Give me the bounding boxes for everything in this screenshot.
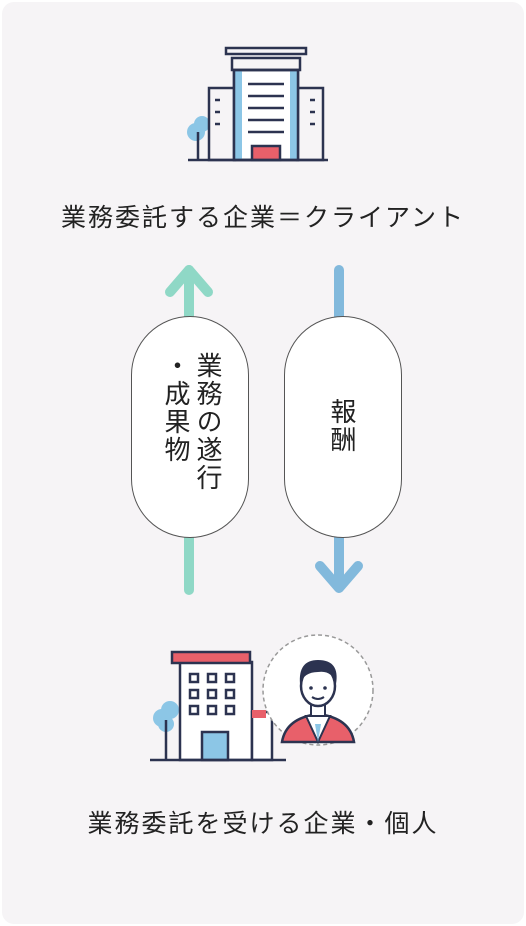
deliverables-text-line1: 業務の遂行 (192, 352, 222, 492)
compensation-pill (284, 316, 402, 538)
compensation-text: 報酬 (326, 398, 356, 454)
deliverables-pill (131, 316, 249, 538)
deliverables-text-line2: ・成果物 (160, 352, 190, 464)
contractor-label: 業務委託を受ける企業・個人 (87, 809, 439, 838)
client-company-label: 業務委託する企業＝クライアント (60, 203, 465, 232)
